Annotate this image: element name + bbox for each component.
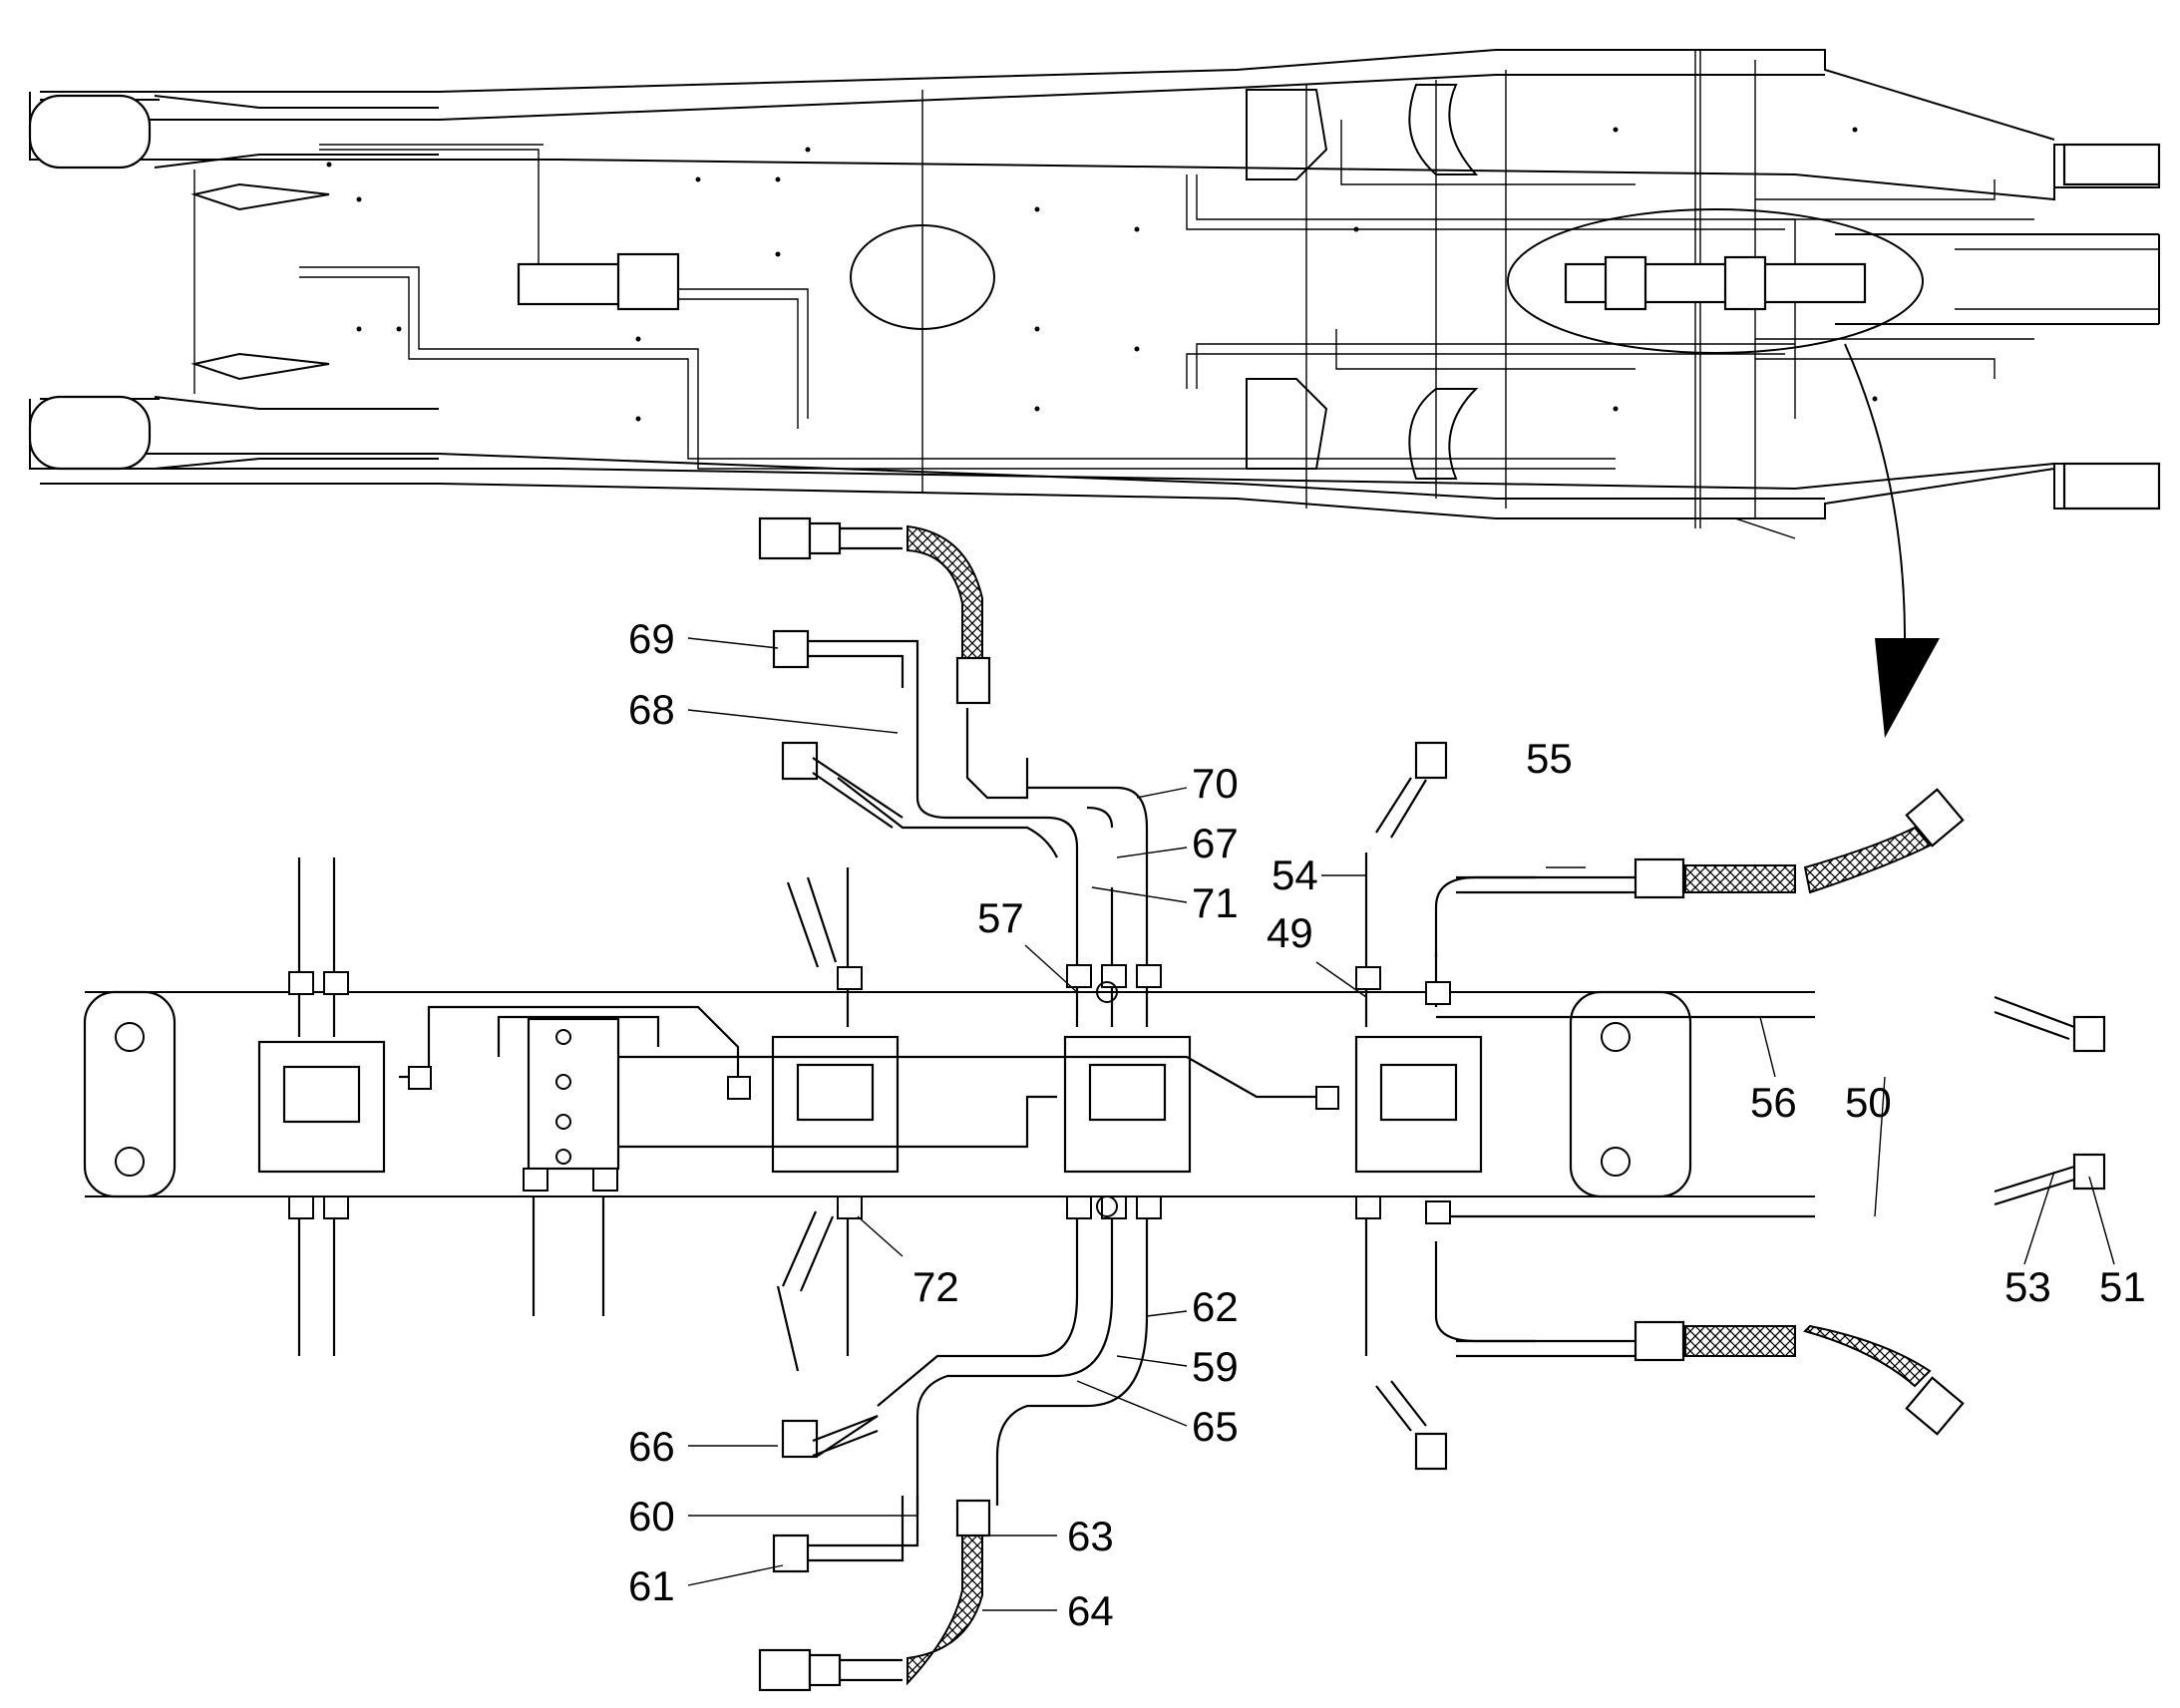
label-53: 53 bbox=[2004, 1263, 2051, 1310]
label-59: 59 bbox=[1192, 1343, 1239, 1390]
valve-block-4 bbox=[1354, 1035, 1483, 1174]
chassis-top-view bbox=[28, 49, 2161, 738]
label-54: 54 bbox=[1272, 852, 1318, 898]
callout-leaders bbox=[687, 637, 2115, 1611]
valve-manifold-detail bbox=[83, 516, 2106, 1692]
label-51: 51 bbox=[2099, 1263, 2146, 1310]
label-57: 57 bbox=[977, 894, 1024, 941]
label-56: 56 bbox=[1750, 1079, 1797, 1126]
label-50: 50 bbox=[1845, 1079, 1892, 1126]
label-60: 60 bbox=[628, 1493, 675, 1539]
label-63: 63 bbox=[1067, 1513, 1114, 1559]
label-70: 70 bbox=[1192, 760, 1239, 807]
label-69: 69 bbox=[628, 615, 675, 662]
label-65: 65 bbox=[1192, 1403, 1239, 1450]
label-68: 68 bbox=[628, 686, 675, 733]
manifold-block bbox=[527, 1017, 620, 1171]
callout-labels: 69 68 70 67 71 57 55 54 49 56 50 72 62 5… bbox=[628, 615, 2146, 1634]
label-55: 55 bbox=[1526, 735, 1573, 782]
valve-block-2 bbox=[771, 1035, 900, 1174]
label-67: 67 bbox=[1192, 820, 1239, 866]
label-49: 49 bbox=[1267, 909, 1313, 956]
label-71: 71 bbox=[1192, 879, 1239, 926]
label-61: 61 bbox=[628, 1562, 675, 1609]
label-62: 62 bbox=[1192, 1283, 1239, 1330]
label-66: 66 bbox=[628, 1423, 675, 1470]
valve-block-3 bbox=[1063, 1035, 1192, 1174]
label-72: 72 bbox=[912, 1263, 959, 1310]
valve-block-1 bbox=[257, 1040, 386, 1174]
label-64: 64 bbox=[1067, 1587, 1114, 1634]
